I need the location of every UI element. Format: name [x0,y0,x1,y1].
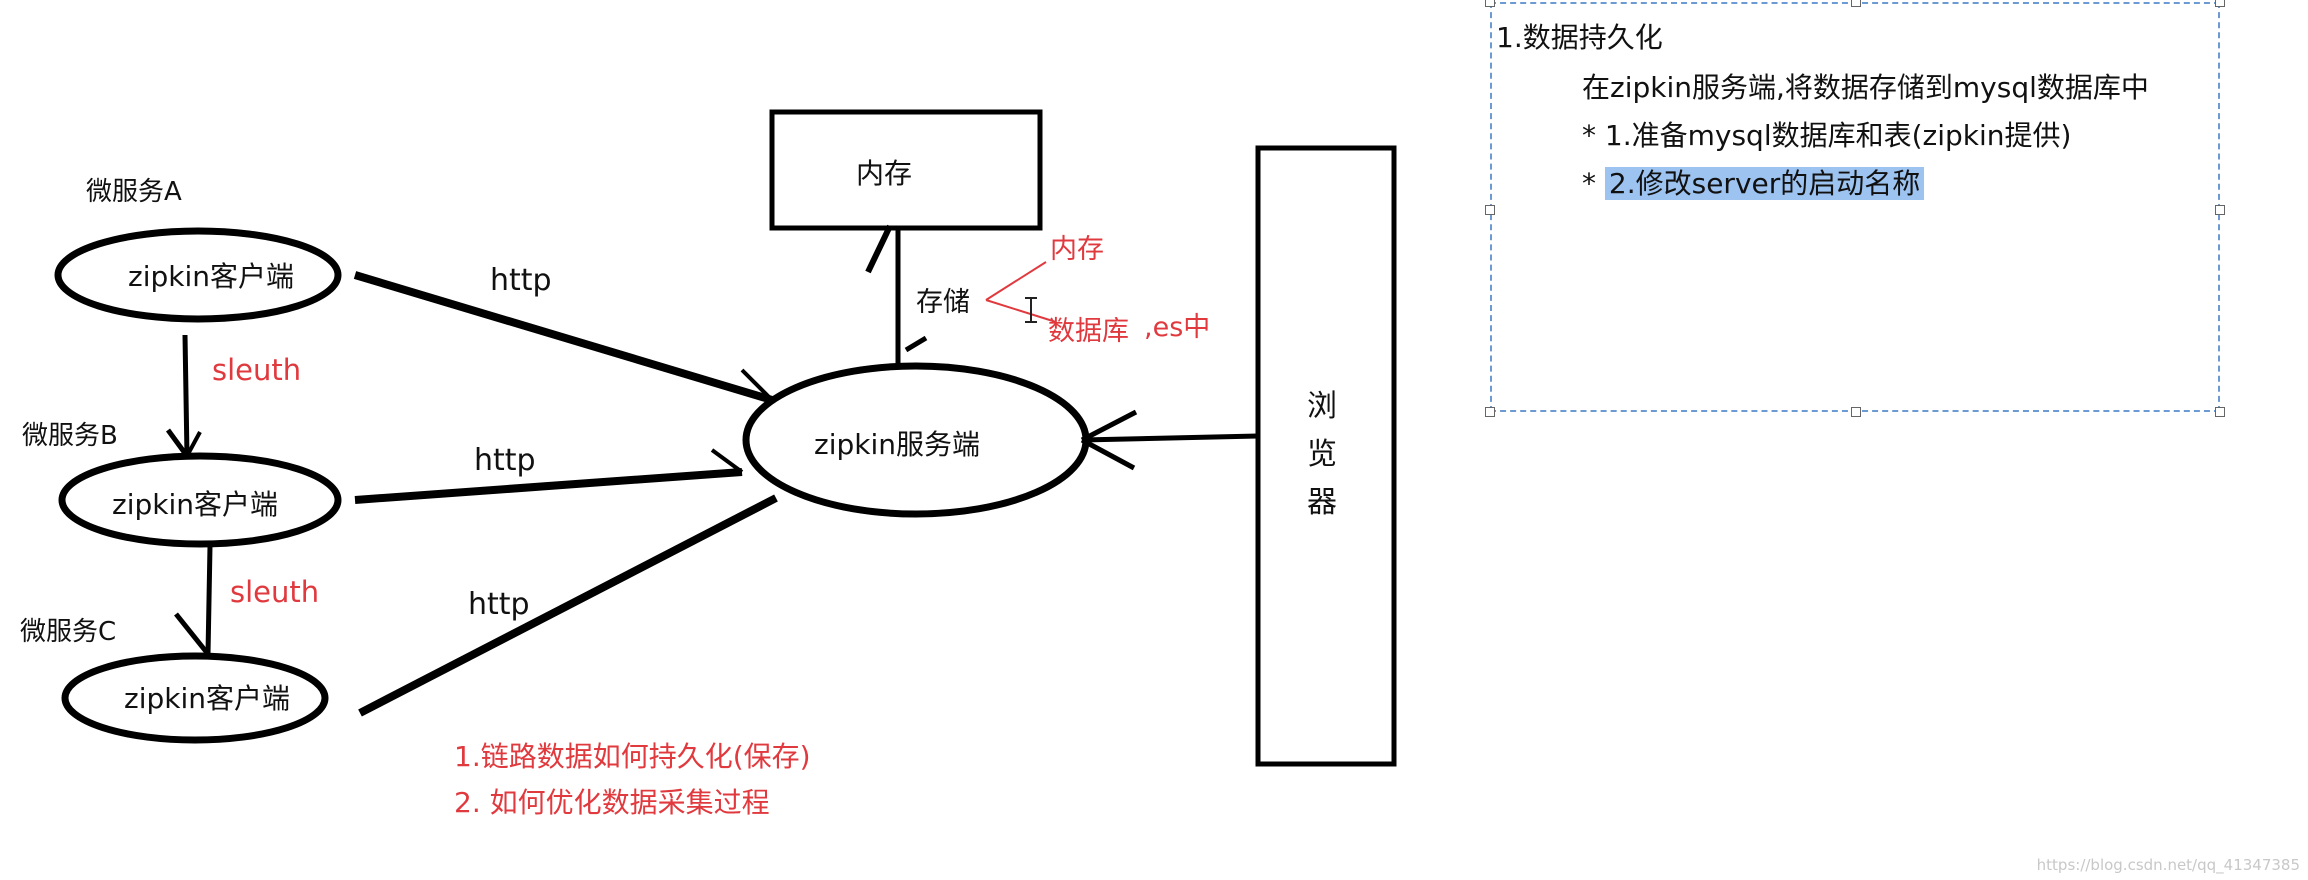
zipkin-client-b-label: zipkin客户端 [112,488,278,521]
note-line-3-bullet: * [1582,167,1605,200]
memory-box-label: 内存 [856,157,912,190]
service-a-label: 微服务A [86,177,182,207]
question-2: 2. 如何优化数据采集过程 [454,786,770,819]
http-label-2: http [474,443,536,478]
zipkin-client-a-node [54,227,342,323]
selection-border [1490,2,2220,412]
note-line-3-highlight: 2.修改server的启动名称 [1604,167,1925,200]
http-arrow-c [358,494,778,717]
resize-handle-tr[interactable] [2215,0,2225,7]
question-1: 1.链路数据如何持久化(保存) [454,740,811,773]
browser-arrow [1080,409,1259,471]
browser-char-3: 器 [1307,485,1337,520]
storage-memory-option: 内存 [1050,234,1104,265]
notes-textbox[interactable]: 1.数据持久化 在zipkin服务端,将数据存储到mysql数据库中 * 1.准… [1485,0,2225,417]
http-label-3: http [468,587,530,622]
zipkin-client-c-node [61,652,329,744]
note-line-1: 在zipkin服务端,将数据存储到mysql数据库中 [1582,71,2149,104]
watermark: https://blog.csdn.net/qq_41347385 [2036,856,2300,874]
note-line-2: * 1.准备mysql数据库和表(zipkin提供) [1582,119,2072,152]
http-arrow-b [354,448,744,504]
zipkin-client-b-node [58,452,342,548]
storage-es-option: ,es中 [1144,312,1210,343]
storage-label: 存储 [916,287,970,318]
zipkin-server-label: zipkin服务端 [814,428,980,461]
zipkin-client-a-label: zipkin客户端 [128,260,294,293]
storage-db-option: 数据库 [1048,316,1129,347]
resize-handle-top[interactable] [1851,0,1861,7]
service-b-label: 微服务B [22,421,118,451]
storage-branch-lines [985,261,1057,323]
resize-handle-bl[interactable] [1485,407,1495,417]
storage-arrow [865,224,928,364]
browser-char-1: 浏 [1307,389,1337,424]
browser-char-2: 览 [1307,437,1337,472]
sleuth-label-2: sleuth [230,575,319,609]
resize-handle-right[interactable] [2215,205,2225,215]
service-c-label: 微服务C [20,617,116,647]
sleuth-label-1: sleuth [212,353,301,387]
text-cursor-icon [1025,297,1037,323]
memory-box [769,109,1043,231]
zipkin-client-c-label: zipkin客户端 [124,682,290,715]
http-label-1: http [490,263,552,298]
resize-handle-br[interactable] [2215,407,2225,417]
resize-handle-bottom[interactable] [1851,407,1861,417]
resize-handle-tl[interactable] [1485,0,1495,7]
browser-box [1255,145,1397,767]
http-arrow-a [353,271,774,404]
note-title: 1.数据持久化 [1496,21,1663,54]
resize-handle-left[interactable] [1485,205,1495,215]
sleuth-arrow-b-c [174,545,213,656]
sleuth-arrow-a-b [165,334,202,458]
note-line-3: * 2.修改server的启动名称 [1582,162,1925,202]
